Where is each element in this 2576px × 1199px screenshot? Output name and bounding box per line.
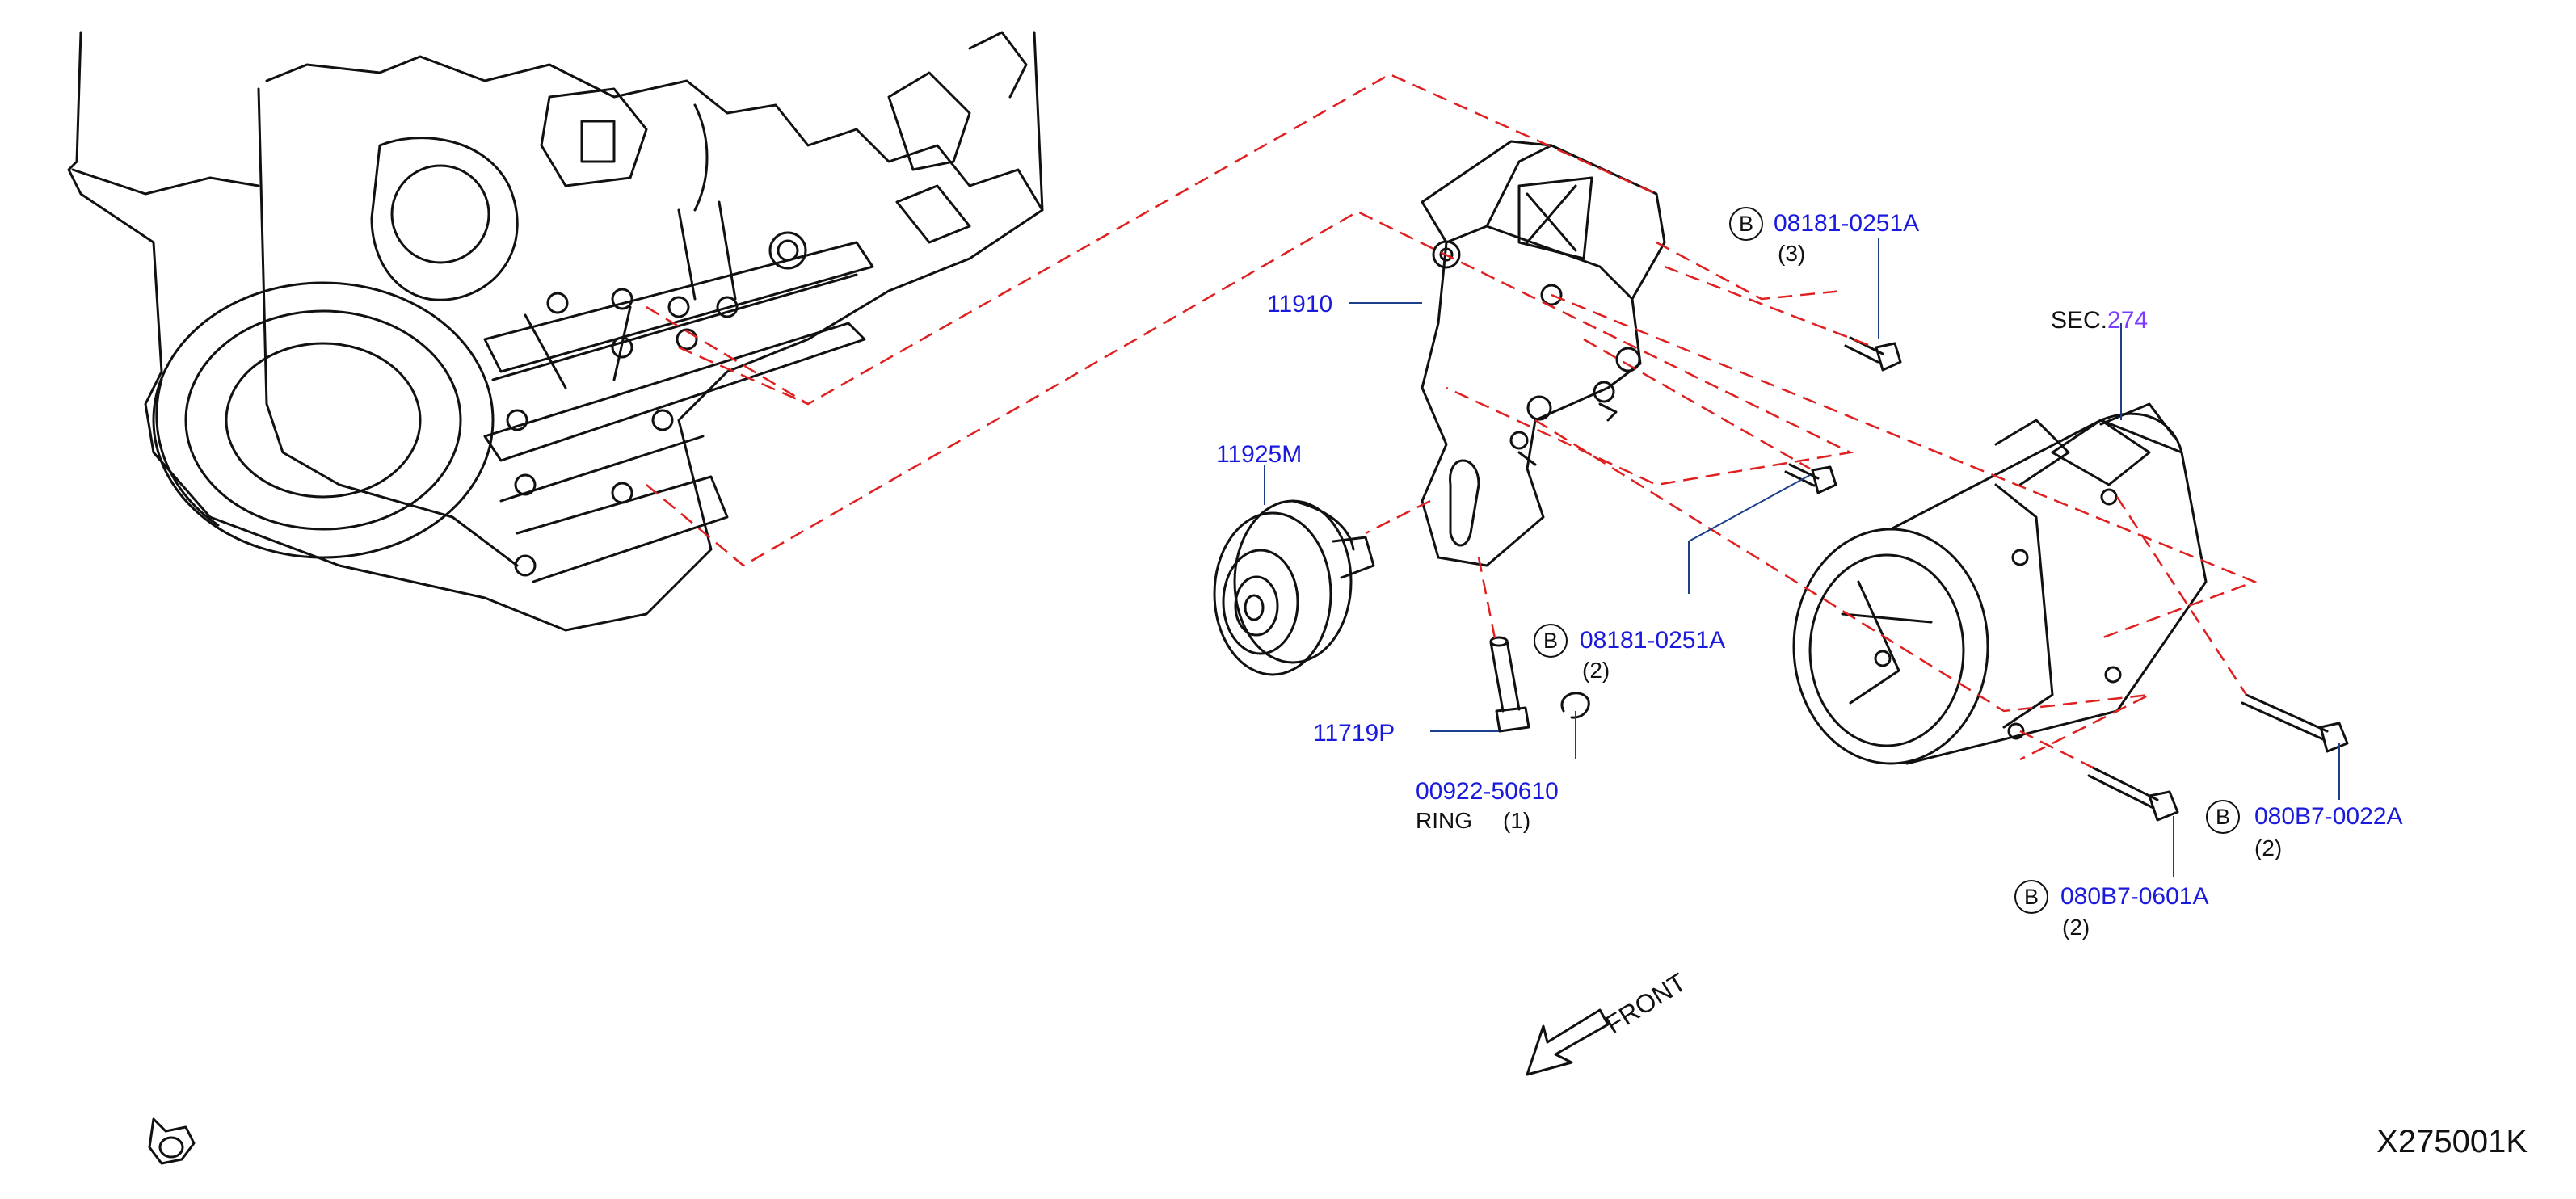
bolt-long-drawing — [2241, 693, 2349, 753]
part-number-compressor-bolt-long[interactable]: 080B7-0022A — [2254, 803, 2403, 830]
bracket-drawing — [1421, 140, 1666, 567]
front-arrow-icon — [1526, 1008, 1610, 1076]
leader-lines — [1264, 238, 2340, 877]
qty-compressor-bolt-short: (2) — [2062, 915, 2090, 940]
ring-drawing — [1560, 692, 1590, 719]
part-number-bracket-bolt-lower[interactable]: 08181-0251A — [1580, 627, 1726, 654]
part-number-bracket[interactable]: 11910 — [1267, 291, 1333, 318]
part-number-bracket-bolt-upper[interactable]: 08181-0251A — [1774, 210, 1920, 237]
part-number-ring[interactable]: 00922-50610 — [1416, 778, 1559, 805]
b-symbol-upper: B — [1729, 207, 1763, 241]
section-ref-compressor[interactable]: SEC.274 — [2051, 309, 2148, 333]
ring-name-label: RING — [1416, 808, 1472, 833]
stud-bolt-drawing — [1489, 636, 1530, 733]
section-number: 274 — [2107, 307, 2149, 334]
idler-pulley-drawing — [1213, 499, 1375, 676]
qty-ring: (1) — [1503, 808, 1531, 833]
b-symbol-lower: B — [1534, 624, 1568, 658]
b-symbol-long-bolt: B — [2206, 800, 2240, 834]
part-number-idler-pulley[interactable]: 11925M — [1216, 441, 1303, 468]
bolt-upper-drawing — [1844, 336, 1902, 372]
engine-block-drawing — [67, 31, 1044, 632]
qty-compressor-bolt-long: (2) — [2254, 835, 2283, 860]
bolt-lower-drawing — [1784, 463, 1837, 494]
b-symbol-short-bolt: B — [2014, 880, 2048, 914]
qty-bracket-bolt-lower: (2) — [1582, 658, 1610, 683]
qty-bracket-bolt-upper: (3) — [1778, 241, 1806, 266]
bolt-short-drawing — [2087, 766, 2179, 822]
nut-drawing — [148, 1117, 196, 1165]
part-number-stud-bolt[interactable]: 11719P — [1313, 720, 1395, 747]
assembly-dashed-lines — [646, 73, 2258, 769]
section-prefix: SEC. — [2051, 307, 2108, 334]
compressor-drawing — [1792, 402, 2208, 765]
part-number-compressor-bolt-short[interactable]: 080B7-0601A — [2060, 883, 2209, 910]
diagram-code: X275001K — [2376, 1124, 2528, 1159]
